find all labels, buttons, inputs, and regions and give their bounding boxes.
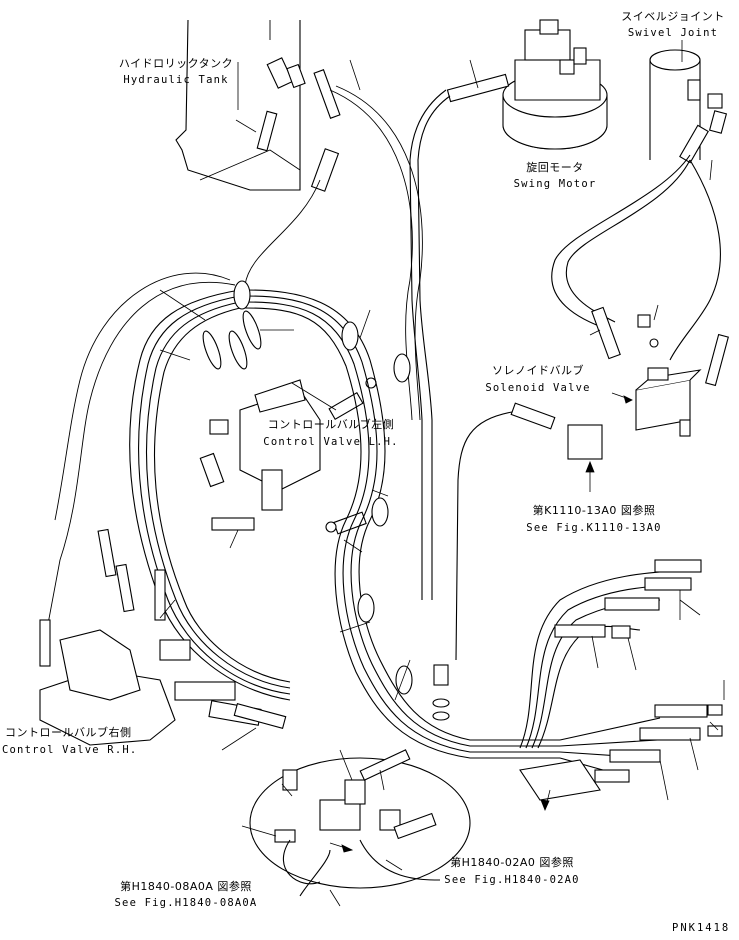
ref-k1110-label-en: See Fig.K1110-13A0 [526, 522, 662, 534]
swivel-joint-label-ja: スイベルジョイント [621, 10, 725, 23]
center-bolts [432, 664, 450, 721]
tube-bundle-left [44, 272, 291, 701]
tank-fittings [256, 57, 341, 192]
right-fittings [519, 559, 723, 812]
swing-motor-label-ja: 旋回モータ [526, 161, 584, 174]
solenoid-valve-label-en: Solenoid Valve [485, 382, 591, 394]
ref-h1840-08-label-en: See Fig.H1840-08A0A [114, 897, 258, 909]
control-valve-rh-label-ja: コントロールバルブ右側 [5, 726, 132, 739]
control-valve-lh-label-ja: コントロールバルブ左側 [267, 418, 395, 431]
control-valve-lh [199, 377, 377, 535]
ref-h1840-02-label-en: See Fig.H1840-02A0 [444, 874, 580, 886]
leader-lines [159, 40, 725, 907]
swing-motor-hose [409, 73, 510, 600]
swivel-joint-hose [551, 154, 721, 361]
swivel-joint-label-en: Swivel Joint [627, 27, 719, 39]
bundle-clamps [202, 280, 413, 695]
control-valve-rh-label-en: Control Valve R.H. [2, 744, 138, 756]
ref-k1110-label-ja: 第K1110-13A0 図参照 [532, 504, 656, 517]
swing-motor-label-en: Swing Motor [513, 178, 597, 190]
hydraulic-tank-label-en: Hydraulic Tank [123, 74, 229, 86]
solenoid-fittings [455, 402, 603, 661]
lower-manifold [249, 749, 471, 897]
swivel-joint [649, 49, 728, 164]
ref-h1840-02-label-ja: 第H1840-02A0 図参照 [450, 856, 574, 869]
hydraulic-tank-label-ja: ハイドロリックタンク [118, 57, 234, 70]
swing-motor [502, 19, 608, 150]
ref-h1840-08-label-ja: 第H1840-08A0A 図参照 [120, 880, 252, 893]
drawing-code: PNK1418 [672, 922, 731, 934]
solenoid-valve-label-ja: ソレノイドバルブ [492, 364, 584, 377]
control-valve-lh-label-en: Control Valve L.H. [263, 436, 399, 448]
solenoid-valve [591, 306, 729, 437]
control-valve-rh [39, 528, 287, 746]
hydraulic-tank-outline [175, 19, 301, 191]
